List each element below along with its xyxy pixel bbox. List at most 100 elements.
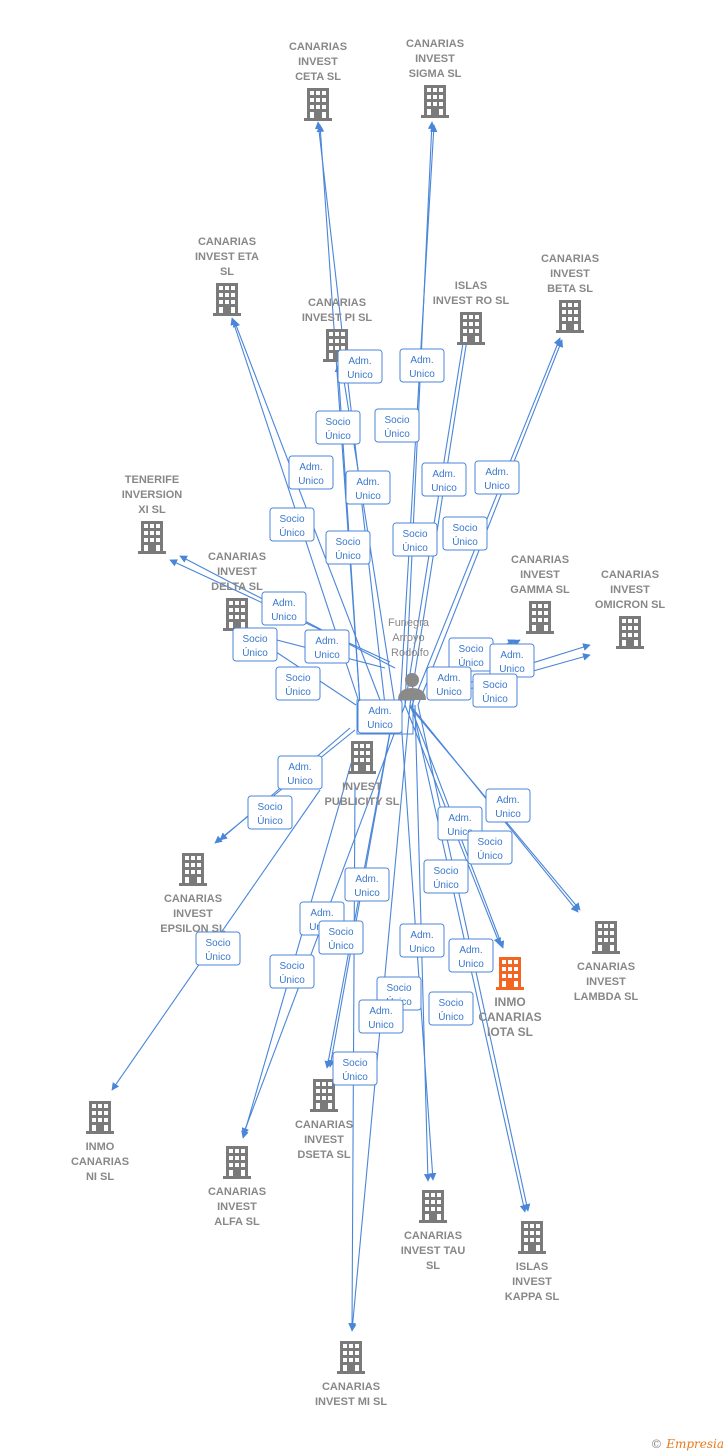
company-name-line: INVEST ETA (195, 251, 259, 263)
company-name-line: INVEST (586, 976, 626, 988)
company-name-line: CANARIAS (601, 569, 659, 581)
badge-frame (275, 666, 321, 701)
copyright-icon: © (650, 1437, 663, 1451)
badge-frame (318, 920, 364, 955)
relation-badge-adm[interactable]: Adm.Unico (358, 999, 404, 1034)
badge-text: Único (458, 656, 484, 669)
badge-text: Adm. (496, 795, 519, 806)
relation-badge-adm[interactable]: Adm.Unico (288, 455, 334, 490)
company-name-line: SIGMA SL (409, 68, 462, 80)
company-name-line: INVEST MI SL (315, 1396, 387, 1408)
footer-brand[interactable]: © Empresia (650, 1437, 724, 1451)
badge-frame (392, 522, 438, 557)
relation-badge-adm[interactable]: Adm.Unico (399, 923, 445, 958)
relation-badge-adm[interactable]: Adm.Unico (357, 699, 403, 734)
brand-name: Empresia (666, 1437, 724, 1451)
company-name-line: INVEST TAU (401, 1245, 466, 1257)
relation-badge-adm[interactable]: Adm.Unico (345, 470, 391, 505)
badge-frame (472, 673, 518, 708)
relation-badge-adm[interactable]: Adm.Unico (337, 349, 383, 384)
badge-text: Socio (438, 998, 463, 1009)
company-name-line: INVEST (298, 56, 338, 68)
badge-frame (374, 408, 420, 443)
relation-badge-adm[interactable]: Adm.Unico (277, 755, 323, 790)
company-name-line: INVEST (173, 908, 213, 920)
company-name-line: BETA SL (547, 283, 593, 295)
company-name-line: IOTA SL (487, 1025, 533, 1039)
relation-badge-adm[interactable]: Adm.Unico (421, 462, 467, 497)
company-name-line: INVEST RO SL (433, 295, 510, 307)
relation-badge-adm[interactable]: Adm.Unico (399, 348, 445, 383)
badge-text: Unico (436, 687, 462, 698)
company-name-line: CANARIAS (289, 41, 347, 53)
relation-badge-adm[interactable]: Adm.Unico (426, 666, 472, 701)
company-name-line: LAMBDA SL (574, 991, 639, 1003)
company-name-line: KAPPA SL (505, 1291, 560, 1303)
relation-badge-adm[interactable]: Adm.Unico (485, 788, 531, 823)
badge-text: Socio (482, 680, 507, 691)
relation-badge-adm[interactable]: Adm.Unico (448, 938, 494, 973)
relation-badge-adm[interactable]: Adm.Unico (474, 460, 520, 495)
relation-badge-adm[interactable]: Adm.Unico (261, 591, 307, 626)
badge-text: Único (279, 973, 305, 986)
badge-frame (423, 859, 469, 894)
person-node[interactable]: Funegra Arroyo Rodolfo (388, 617, 432, 700)
badge-frame (474, 460, 520, 495)
badge-text: Único (325, 429, 351, 442)
badge-text: Unico (499, 664, 525, 675)
badge-text: Socio (433, 866, 458, 877)
relation-badge-adm[interactable]: Adm.Unico (489, 643, 535, 678)
relation-badge-adm[interactable]: Adm.Unico (304, 629, 350, 664)
badge-text: Adm. (272, 598, 295, 609)
badge-text: Socio (257, 802, 282, 813)
company-name-line: SL (220, 266, 234, 278)
relation-badge-adm[interactable]: Adm.Unico (344, 867, 390, 902)
